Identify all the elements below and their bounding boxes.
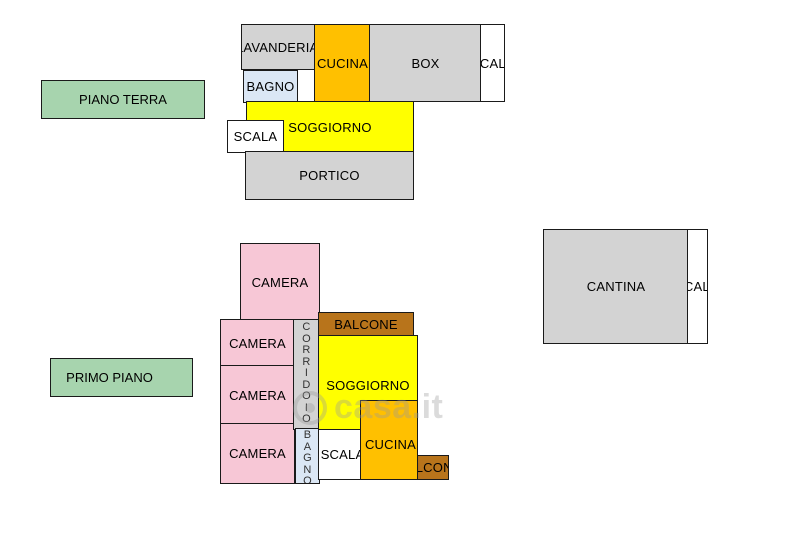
room-scala-ground-top: SCALA xyxy=(480,24,505,102)
vertical-letter: C xyxy=(302,321,311,333)
label-primo-piano: PRIMO PIANO xyxy=(50,358,193,397)
room-scala-first: SCALA xyxy=(318,429,361,480)
room-camera-3: CAMERA xyxy=(220,423,295,484)
room-lavanderia: LAVANDERIA xyxy=(241,24,316,70)
room-soggiorno-first-label: SOGGIORNO xyxy=(326,378,410,393)
room-cucina-first-label: CUCINA xyxy=(364,437,417,452)
room-cucina-first: CUCINA xyxy=(360,400,418,480)
vertical-letter: N xyxy=(303,463,312,476)
room-box: BOX xyxy=(369,24,482,102)
room-portico: PORTICO xyxy=(245,151,414,200)
vertical-letter: O xyxy=(302,413,311,425)
room-bagno-ground: BAGNO xyxy=(243,70,298,103)
room-balcone-bottom-label: BALCONE xyxy=(418,460,448,475)
room-cantina: CANTINA xyxy=(543,229,689,344)
room-bagno-ground-label: BAGNO xyxy=(246,79,295,94)
room-scala-cantina: SCALA xyxy=(687,229,708,344)
room-balcone-top-label: BALCONE xyxy=(334,317,398,332)
vertical-letter: B xyxy=(303,429,312,441)
room-camera-top: CAMERA xyxy=(240,243,320,321)
room-camera-2: CAMERA xyxy=(220,365,295,425)
vertical-letter: R xyxy=(302,355,311,368)
room-scala-first-label: SCALA xyxy=(320,447,361,462)
room-scala-ground-top-label: SCALA xyxy=(480,55,504,71)
room-cantina-label: CANTINA xyxy=(586,279,646,294)
room-scala-cantina-label: SCALA xyxy=(688,279,707,294)
room-camera-top-label: CAMERA xyxy=(251,274,309,290)
room-cucina-ground-label: CUCINA xyxy=(316,55,369,71)
room-camera-1-label: CAMERA xyxy=(229,335,286,351)
label-piano-terra-text: PIANO TERRA xyxy=(79,92,167,107)
room-cucina-ground: CUCINA xyxy=(314,24,371,102)
vertical-letter: O xyxy=(302,390,311,402)
room-scala-ground-left-label: SCALA xyxy=(233,129,278,144)
vertical-letter: A xyxy=(303,440,312,453)
vertical-letter: O xyxy=(303,475,312,484)
vertical-letter: I xyxy=(304,401,309,414)
vertical-letter: R xyxy=(302,344,311,356)
room-camera-1: CAMERA xyxy=(220,319,295,367)
room-soggiorno-ground-label: SOGGIORNO xyxy=(288,119,372,135)
vertical-letter: G xyxy=(303,452,312,464)
room-scala-ground-left: SCALA xyxy=(227,120,284,153)
room-camera-2-label: CAMERA xyxy=(229,387,286,403)
room-balcone-bottom: BALCONE xyxy=(417,455,449,480)
room-lavanderia-label: LAVANDERIA xyxy=(241,39,316,55)
vertical-letter: I xyxy=(304,367,309,379)
room-box-label: BOX xyxy=(411,55,440,71)
room-camera-3-label: CAMERA xyxy=(229,446,286,461)
vertical-letter: D xyxy=(302,378,311,391)
label-piano-terra: PIANO TERRA xyxy=(41,80,205,119)
room-portico-label: PORTICO xyxy=(299,168,360,183)
vertical-letter: O xyxy=(302,332,311,345)
label-primo-piano-text: PRIMO PIANO xyxy=(66,370,153,385)
room-balcone-top: BALCONE xyxy=(318,312,414,337)
